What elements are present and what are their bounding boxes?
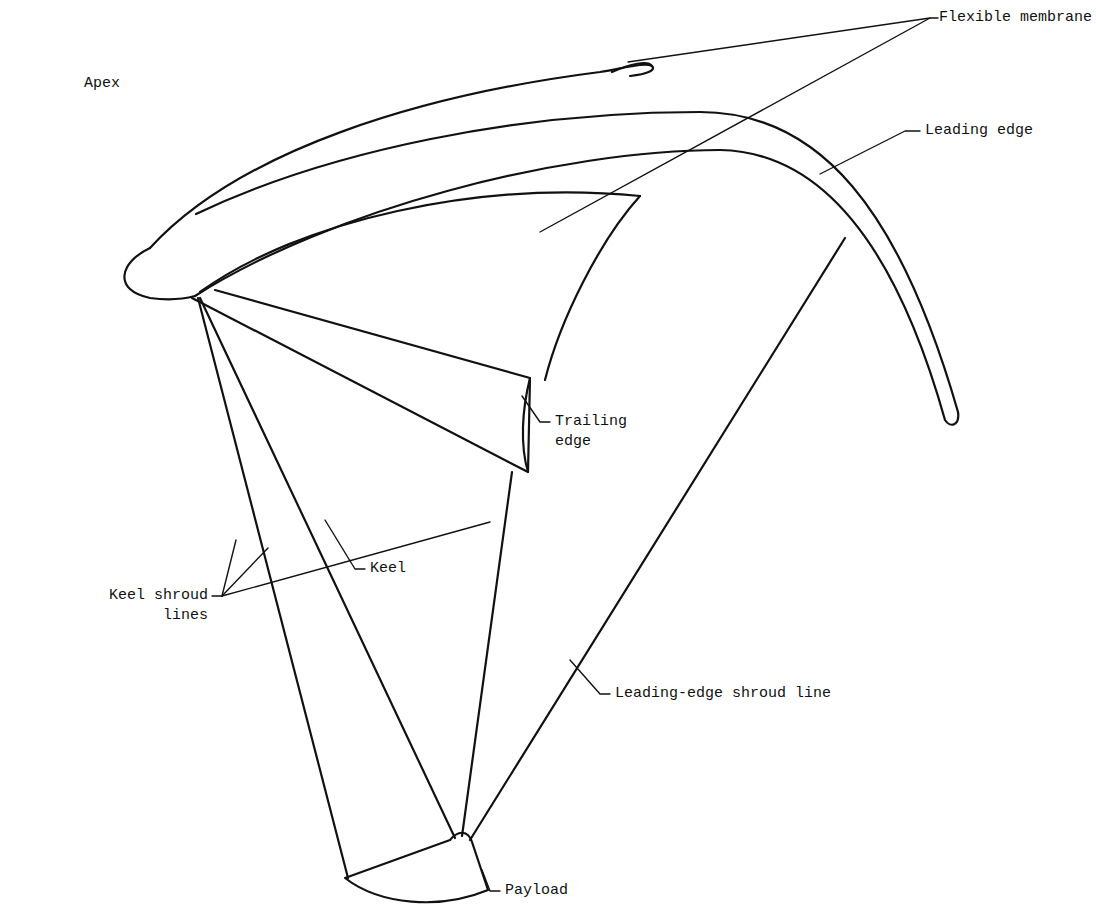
trailing-edge (545, 196, 640, 380)
membrane-curl (612, 63, 652, 72)
apex-bulb (124, 248, 195, 299)
payload (345, 833, 488, 902)
keel-shroud-line (198, 298, 348, 878)
part-label: Flexible membrane (939, 8, 1092, 28)
part-label: Leading-edge shroud line (615, 684, 831, 704)
part-label: Keel (370, 559, 406, 579)
part-label: Leading edge (925, 121, 1033, 141)
part-label: Apex (84, 74, 120, 94)
leading-edge-shroud-line (470, 238, 845, 840)
keel-shroud-line (200, 298, 455, 838)
part-label: Payload (505, 881, 568, 901)
part-label: Trailing edge (555, 412, 645, 452)
leader-lines (212, 18, 938, 891)
leading-edge-upper (196, 112, 958, 412)
leading-edge-lower (195, 150, 958, 425)
keel (192, 290, 530, 472)
wing-upper-outline (150, 65, 653, 248)
part-label: Keel shroud lines (96, 586, 208, 626)
keel-shroud-line (462, 472, 512, 836)
inner-membrane (200, 192, 640, 292)
keel-end (523, 378, 530, 472)
